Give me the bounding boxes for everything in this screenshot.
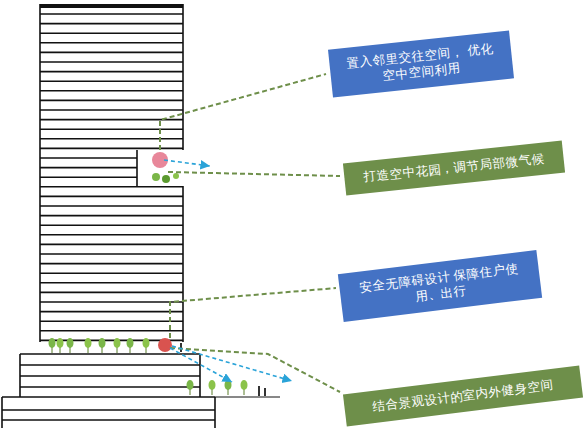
podium (2, 354, 280, 428)
callout-text: 置入邻里交往空间， 优化空中空间利用 (341, 40, 501, 88)
callout-text: 结合景观设计的室内外健身空间 (356, 375, 570, 417)
callout-box: 结合景观设计的室内外健身空间 (343, 366, 583, 427)
ground-hub (158, 338, 172, 352)
tower-wall (182, 4, 184, 150)
callout-box: 打造空中花园，调节局部微气候 (343, 141, 565, 196)
callout-box: 置入邻里交往空间， 优化空中空间利用 (328, 31, 514, 98)
roof-bar (40, 4, 183, 8)
plant (152, 173, 160, 181)
tower-wall (39, 4, 41, 342)
floor-lines (40, 14, 183, 340)
leader-lines (160, 74, 340, 392)
trees (49, 338, 248, 395)
plant (162, 175, 170, 183)
tower-wall (182, 186, 184, 342)
callout-text: 打造空中花园，调节局部微气候 (356, 150, 553, 186)
sky-garden-wall (136, 150, 138, 186)
callout-text: 安全无障碍设计 保障住户使用、出行 (351, 259, 530, 312)
view-arrows (164, 160, 292, 382)
plant (173, 173, 179, 179)
callout-box: 安全无障碍设计 保障住户使用、出行 (338, 250, 542, 322)
